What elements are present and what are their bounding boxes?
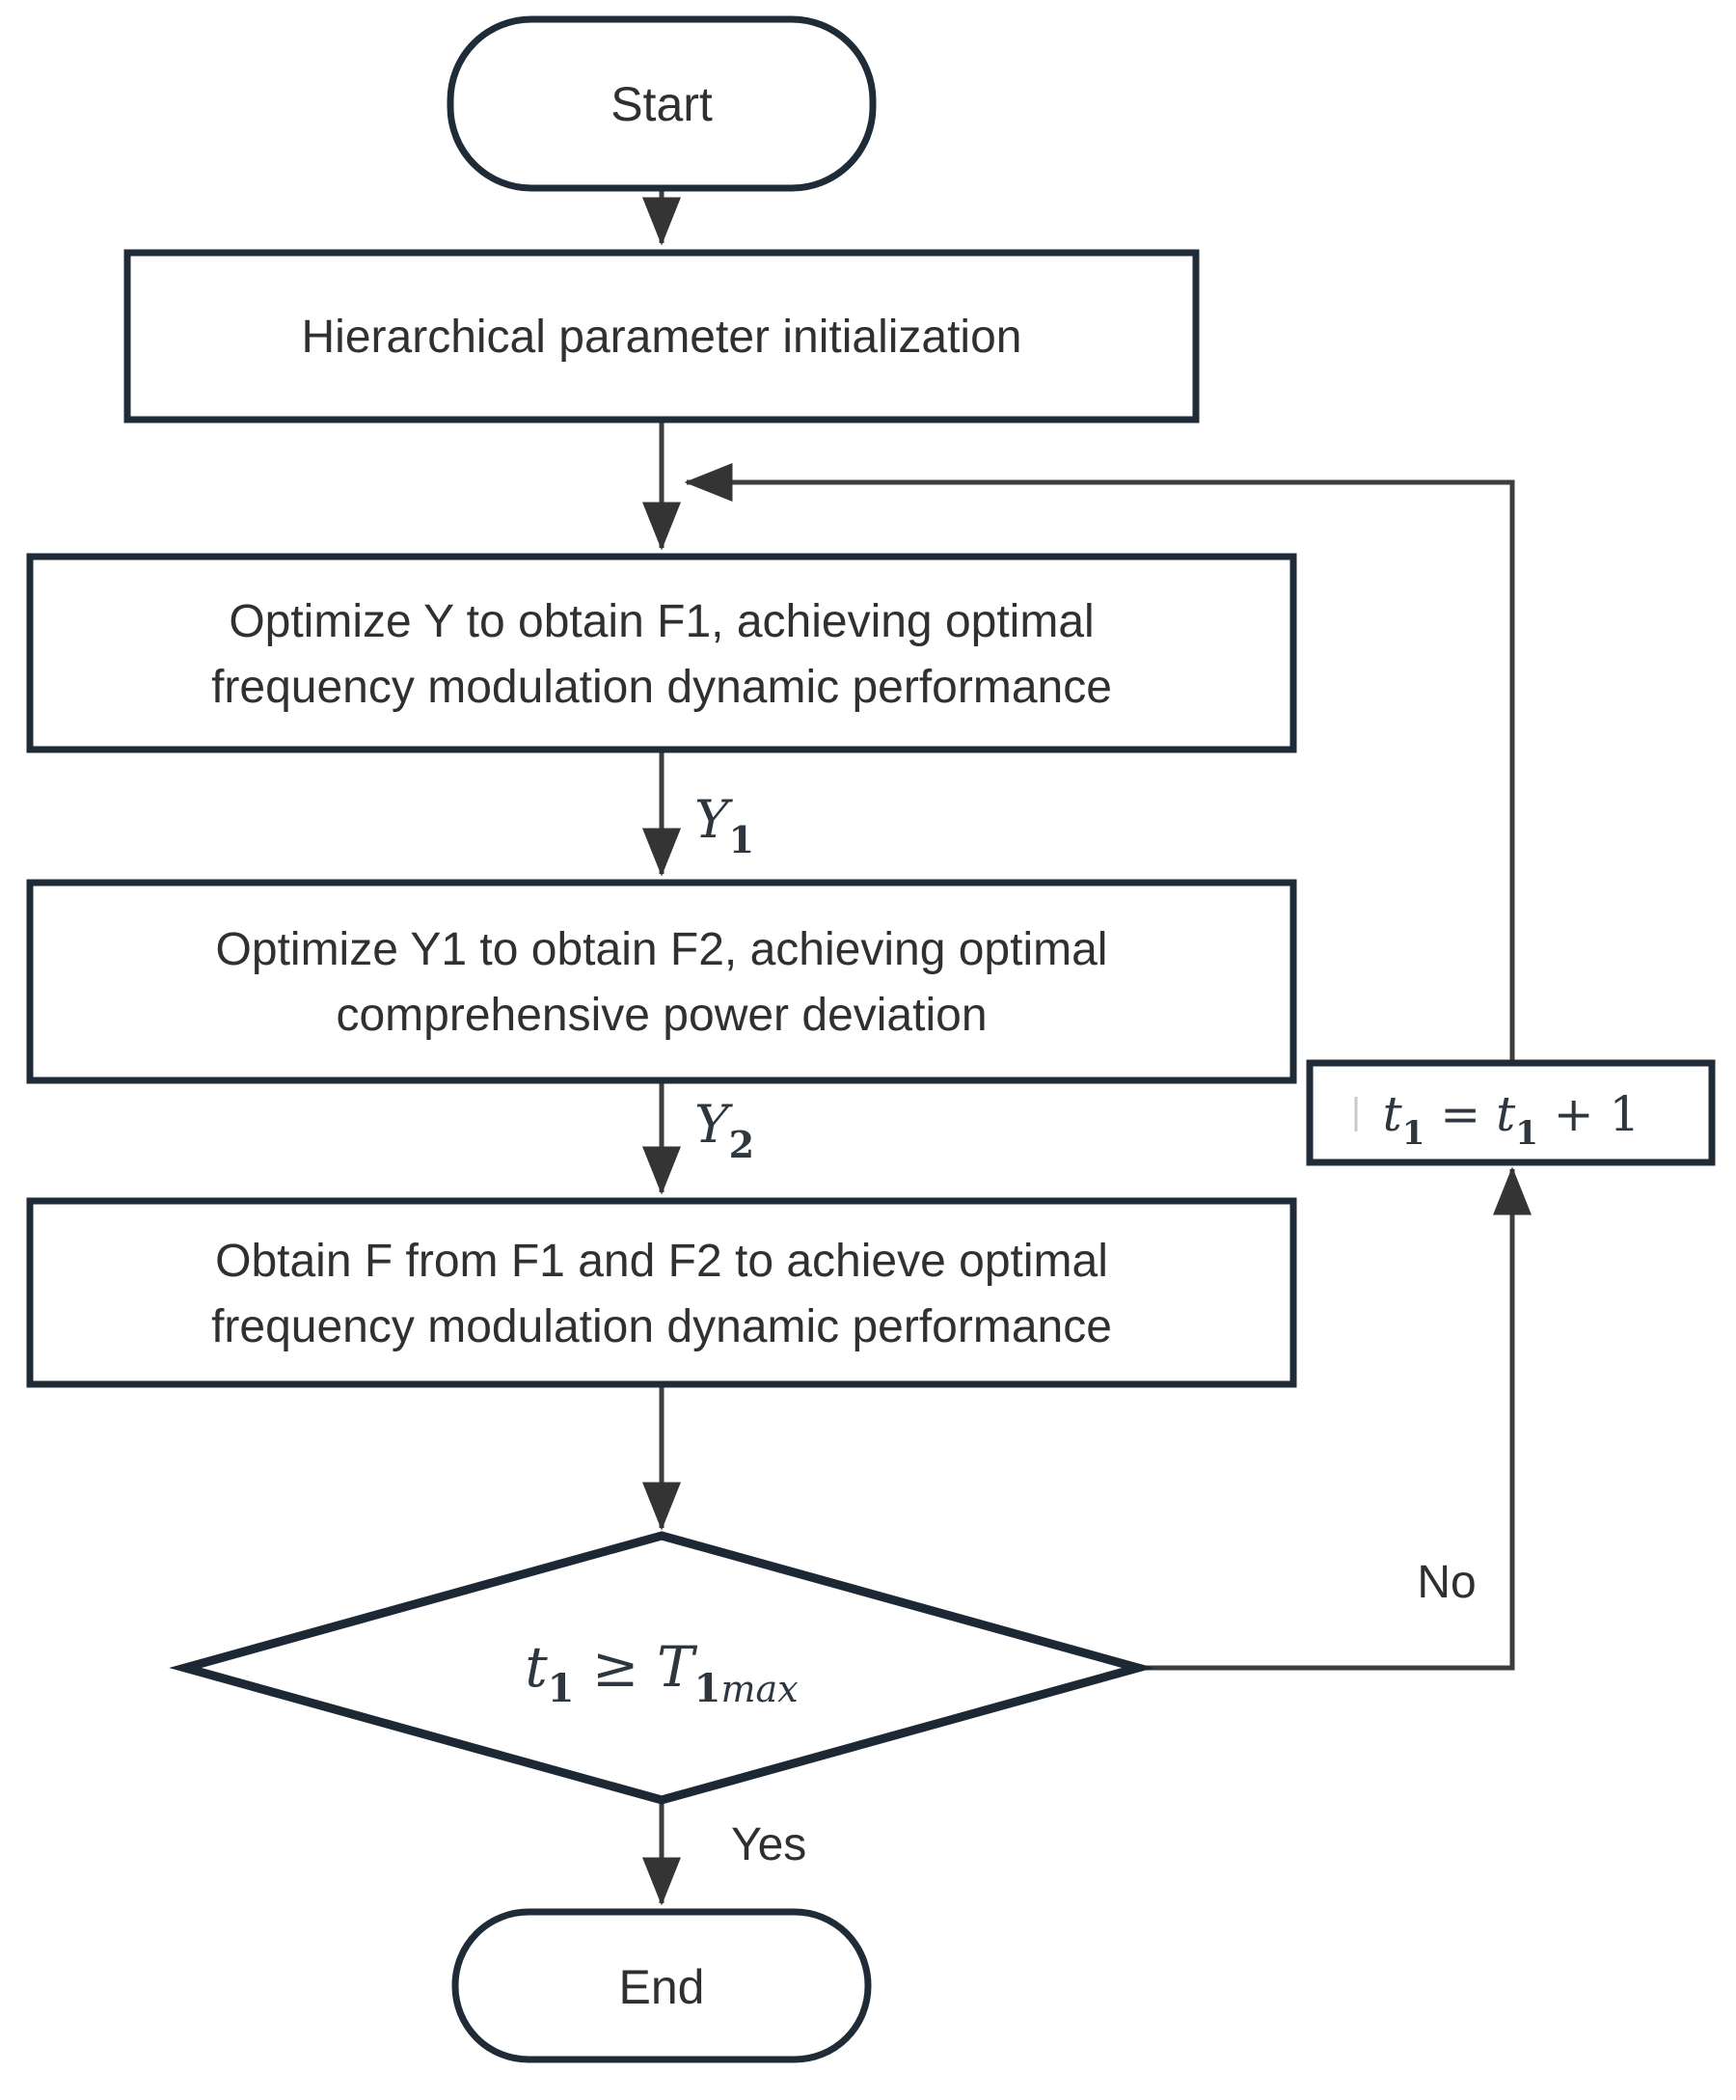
optimize-y1-node-line2: comprehensive power deviation (336, 990, 987, 1041)
obtain-f-node-line2: frequency modulation dynamic performance (211, 1301, 1112, 1352)
end-node-shape (451, 1908, 872, 2063)
edge-label-yes: Yes (731, 1819, 806, 1870)
optimize-y-node-shape (26, 553, 1297, 753)
optimize-y-node-line1: Optimize Y to obtain F1, achieving optim… (229, 596, 1094, 647)
init-node-label: Hierarchical parameter initialization (302, 312, 1022, 363)
t1-update-node-shape (1306, 1059, 1716, 1166)
optimize-y-node-line2: frequency modulation dynamic performance (211, 662, 1112, 713)
decision-node-shape (169, 1531, 1154, 1805)
obtain-f-node-shape (26, 1197, 1297, 1388)
t1-update-node-label: t1 = t1 + 1 (1383, 1086, 1641, 1153)
edge-label-y2: Y2 (694, 1094, 754, 1166)
optimize-y1-node-line1: Optimize Y1 to obtain F2, achieving opti… (216, 924, 1108, 975)
obtain-f-node-line1: Obtain F from F1 and F2 to achieve optim… (215, 1236, 1108, 1287)
start-node-label: Start (610, 77, 713, 131)
end-node-label: End (619, 1960, 705, 2014)
decision-node-label: t1 ≥ T1max (525, 1634, 798, 1711)
edge-label-y1: Y1 (694, 789, 754, 861)
edge-label-no: No (1417, 1557, 1476, 1608)
edge-loop-return (684, 463, 1515, 1063)
optimize-y1-node-shape (26, 879, 1297, 1084)
start-node-shape (447, 15, 877, 192)
init-node-shape (123, 249, 1200, 423)
edge-decision-no-to-t1 (1138, 1166, 1532, 1671)
